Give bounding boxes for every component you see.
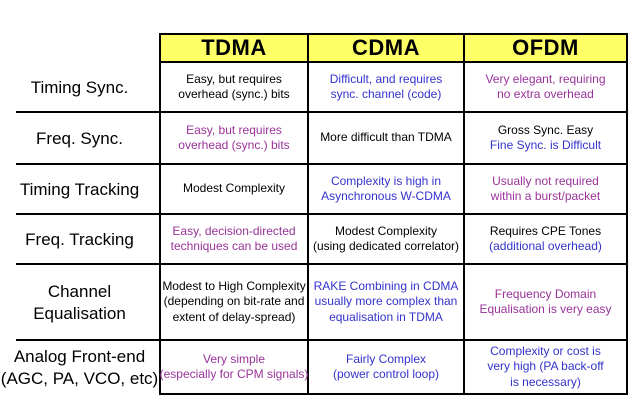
cell-line: very high (PA back-off [487, 359, 604, 374]
cell-line: Very elegant, requiring [485, 71, 606, 86]
cell-line: Modest to High Complexity [162, 279, 306, 294]
cell-line: overhead (sync.) bits [178, 138, 290, 152]
row-label: Analog Front-end (AGC, PA, VCO, etc) [0, 341, 159, 395]
table-cell: More difficult than TDMA [309, 113, 465, 165]
cell-line: Fairly Complex [345, 351, 426, 366]
table-cell: Modest to High Complexity(depending on b… [159, 265, 309, 341]
cell-line: (additional overhead) [489, 239, 602, 253]
cell-line: More difficult than TDMA [320, 130, 452, 145]
cell-line: Easy, but requires [186, 71, 282, 86]
row-label-line: (AGC, PA, VCO, etc) [0, 369, 159, 388]
cell-line: Complexity is high in [330, 173, 442, 188]
cell-line: Difficult, and requires [329, 71, 443, 86]
row-label-line: Equalisation [33, 304, 126, 323]
header-cell-cdma: CDMA [309, 33, 465, 63]
cell-line: Complexity or cost is [490, 344, 601, 359]
cell-line: Very simple [202, 351, 266, 366]
cell-line: Gross Sync. Easy [497, 122, 594, 137]
row-label: Timing Tracking [0, 165, 159, 215]
cell-line: equalisation in TDMA [329, 309, 443, 324]
header-cell-tdma: TDMA [159, 33, 309, 63]
row-label-line: Timing Tracking [19, 179, 140, 199]
cell-line: Modest Complexity [334, 223, 438, 238]
cell-line: Equalisation is very easy [479, 302, 612, 316]
cell-line: Easy, but requires [186, 122, 282, 137]
cell-line: (power control loop) [332, 367, 440, 381]
row-label-line: Analog Front-end [13, 346, 146, 366]
cell-line: overhead (sync.) bits [178, 87, 290, 101]
cell-line: (especially for CPM signals) [159, 367, 309, 381]
cell-line: sync. channel (code) [330, 87, 442, 101]
cell-line: Fine Sync. is Difficult [489, 138, 602, 152]
row-label: Freq. Sync. [0, 113, 159, 165]
cell-line: RAKE Combining in CDMA [313, 279, 459, 294]
table-cell: Fairly Complex(power control loop) [309, 341, 465, 395]
row-label: Timing Sync. [0, 63, 159, 113]
table-cell: Modest Complexity [159, 165, 309, 215]
table-cell: Very simple(especially for CPM signals) [159, 341, 309, 395]
cell-line: Requires CPE Tones [489, 223, 602, 238]
cell-line: (depending on bit-rate and [163, 294, 305, 309]
table-cell: Modest Complexity(using dedicated correl… [309, 215, 465, 265]
row-label-line: Freq. Sync. [36, 128, 123, 148]
table-cell: Requires CPE Tones(additional overhead) [465, 215, 628, 265]
cell-line: Easy, decision-directed [172, 223, 296, 238]
cell-line: no extra overhead [497, 87, 594, 101]
cell-line: (using dedicated correlator) [312, 239, 460, 253]
cell-line: usually more complex than [314, 294, 458, 309]
cell-line: techniques can be used [170, 239, 298, 253]
row-label-line: Timing Sync. [30, 77, 129, 97]
cell-line: within a burst/packet [490, 189, 601, 203]
cell-line: is necessary) [510, 374, 581, 389]
cell-line: Usually not required [492, 173, 599, 188]
cell-line: extent of delay-spread) [172, 309, 296, 324]
cell-line: Modest Complexity [182, 181, 286, 196]
row-label-line: Channel [47, 281, 112, 301]
cell-line: Asynchronous W-CDMA [321, 189, 451, 203]
header-cell-ofdm: OFDM [465, 33, 628, 63]
row-label-line: Freq. Tracking [25, 229, 134, 249]
corner-cell [0, 33, 159, 63]
cell-line: Frequency Domain [494, 286, 597, 301]
row-label: Freq. Tracking [0, 215, 159, 265]
